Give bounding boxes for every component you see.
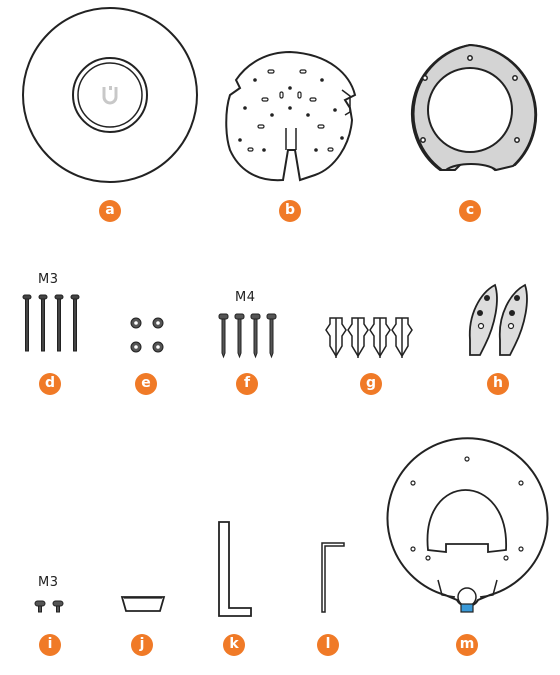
badge-d: d: [39, 373, 61, 395]
badge-f: f: [236, 373, 258, 395]
badge-l: l: [317, 634, 339, 656]
ceiling-clips-icon: [468, 283, 528, 356]
wood-screws-icon: [218, 313, 277, 359]
long-screws-icon: [22, 294, 80, 352]
badge-e: e: [135, 373, 157, 395]
access-point-icon: [22, 7, 198, 183]
badge-k: k: [223, 634, 245, 656]
hex-key-large-icon: [218, 521, 252, 617]
badge-i: i: [39, 634, 61, 656]
wall-anchors-icon: [325, 317, 413, 358]
cable-cover-icon: [120, 596, 166, 612]
nuts-icon: [130, 317, 164, 353]
badge-g: g: [360, 373, 382, 395]
badge-c: c: [459, 200, 481, 222]
hex-key-small-icon: [321, 542, 345, 613]
badge-j: j: [131, 634, 153, 656]
badge-m: m: [456, 634, 478, 656]
ring-plate-icon: [411, 43, 538, 172]
mounting-plate-icon: [386, 437, 549, 613]
size-label-f: M4: [235, 290, 256, 305]
size-label-i: M3: [38, 575, 59, 590]
short-screws-icon: [34, 600, 64, 613]
size-label-d: M3: [38, 272, 59, 287]
badge-b: b: [279, 200, 301, 222]
mounting-bracket-icon: [225, 50, 357, 182]
badge-a: a: [99, 200, 121, 222]
badge-h: h: [487, 373, 509, 395]
